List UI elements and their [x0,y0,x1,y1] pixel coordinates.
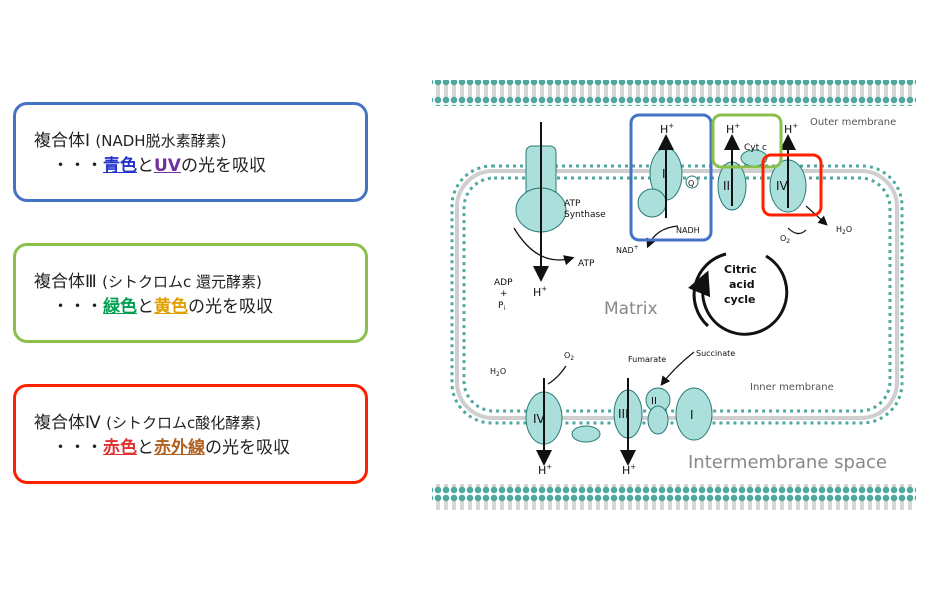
complex-ii-bottom: II [645,387,671,435]
complex-iii-highlight-box [711,113,783,169]
succinate-label: Succinate [696,349,735,358]
complex-i-bottom: I [675,387,713,441]
matrix-label: Matrix [604,299,658,319]
joiner: と [137,297,154,317]
complex-i-label: I [662,167,666,181]
citric-label-2: acid [729,278,755,291]
lead-dots: ・・・ [52,156,103,176]
outer-membrane-top [432,80,916,106]
absorb-color-1: 緑色 [103,297,137,317]
complex-iii-card: 複合体Ⅲ (シトクロムc 還元酵素) ・・・緑色と黄色の光を吸収 [13,243,368,343]
nadh-label: NADH [676,226,700,235]
complex-iii-title: 複合体Ⅲ (シトクロムc 還元酵素) [34,270,365,294]
nad-label: NAD+ [616,244,639,255]
absorb-color-2: UV [154,156,181,176]
outer-membrane-bottom [432,484,916,510]
h-plus-bottom-iv: H+ [538,463,552,477]
complex-iv-label: IV [776,179,789,193]
lead-dots: ・・・ [52,438,103,458]
absorb-tail: の光を吸収 [180,156,266,176]
cyt-c-label: Cyt c [744,143,767,153]
complex-iii-bottom: III [613,378,643,466]
absorb-tail: の光を吸収 [188,297,273,317]
adp-label: ADP [494,278,513,288]
absorb-color-2: 黄色 [154,297,188,317]
complex-iii-label: III [723,179,734,193]
absorb-tail: の光を吸収 [205,438,290,458]
atp-synthase [515,122,567,282]
absorb-color-2: 赤外線 [154,438,205,458]
h-plus-complex-iii: H+ [726,122,740,136]
atp-label: ATP [578,259,595,269]
h2o-bottom-label: H2O [490,367,506,378]
citric-label-1: Citric [724,263,757,276]
q-label: Q [688,179,694,188]
complex-iii-absorption: ・・・緑色と黄色の光を吸収 [34,294,365,320]
enzyme-name: (NADH脱水素酵素) [95,132,227,150]
joiner: と [137,438,154,458]
inner-membrane-label: Inner membrane [750,382,834,393]
citric-label-3: cycle [724,293,755,306]
fumarate-label: Fumarate [628,355,666,364]
intermembrane-space-label: Intermembrane space [688,452,887,473]
atp-synthase-label-1: ATP [564,199,581,209]
electron-transport-chain-diagram: Outer membrane Inner membrane Intermembr… [432,80,916,510]
complex-iii-bottom-label: III [618,407,629,421]
complex-name: 複合体Ⅰ [34,131,91,151]
complex-i-absorption: ・・・青色とUVの光を吸収 [34,153,365,179]
joiner: と [137,156,154,176]
lead-dots: ・・・ [52,297,103,317]
absorb-color-1: 赤色 [103,438,137,458]
h-plus-atp: H+ [533,285,547,299]
pi-label: Pi [498,301,505,312]
complex-i-highlight-box [629,113,713,242]
complex-name: 複合体Ⅳ [34,413,101,433]
complex-iii-top: III [717,134,747,211]
complex-iv-title: 複合体Ⅳ (シトクロムc酸化酵素) [34,411,365,435]
complex-iv-bottom: IV [525,378,563,466]
absorb-color-1: 青色 [103,156,137,176]
o2-top-label: O2 [780,234,790,245]
complex-iv-card: 複合体Ⅳ (シトクロムc酸化酵素) ・・・赤色と赤外線の光を吸収 [13,384,368,484]
complex-i-card: 複合体Ⅰ (NADH脱水素酵素) ・・・青色とUVの光を吸収 [13,102,368,202]
complex-i-title: 複合体Ⅰ (NADH脱水素酵素) [34,129,365,153]
citric-acid-cycle: Citric acid cycle [688,252,789,336]
complex-iv-absorption: ・・・赤色と赤外線の光を吸収 [34,435,365,461]
o2-bottom-label: O2 [564,351,574,362]
enzyme-name: (シトクロムc酸化酵素) [106,414,262,432]
complex-ii-label: II [651,396,657,407]
complex-iv-bottom-label: IV [533,412,546,426]
complex-iv-top: IV [769,134,807,213]
complex-i-top: I [637,134,683,218]
complex-i-bottom-label: I [690,408,694,422]
h2o-top-label: H2O [836,225,852,236]
outer-membrane-label: Outer membrane [810,117,896,128]
h-plus-bottom-iii: H+ [622,463,636,477]
enzyme-name: (シトクロムc 還元酵素) [102,273,262,291]
h-plus-complex-i: H+ [660,122,674,136]
adp-plus: + [500,289,508,299]
complex-iv-highlight-box [761,153,823,217]
h-plus-complex-iv: H+ [784,122,798,136]
complex-name: 複合体Ⅲ [34,272,97,292]
atp-synthase-label-2: Synthase [564,210,606,220]
